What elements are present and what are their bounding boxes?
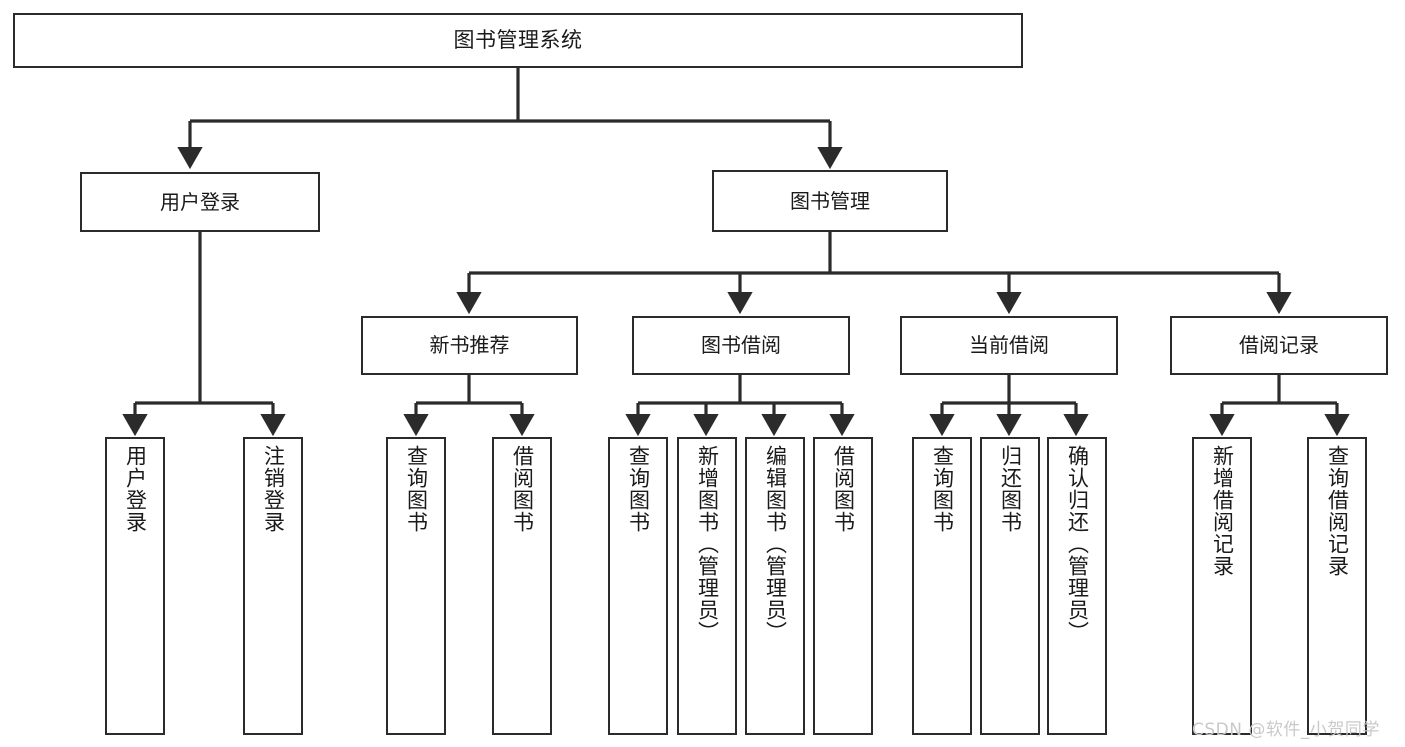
leaf-user-login-login[interactable]: 用户登录 (105, 437, 165, 735)
node-label: 新增借阅记录 (1210, 445, 1235, 577)
node-book-borrow[interactable]: 图书借阅 (632, 316, 850, 375)
node-user-login[interactable]: 用户登录 (80, 172, 320, 232)
leaf-new-book-borrow[interactable]: 借阅图书 (492, 437, 552, 735)
node-label: 查询图书 (404, 445, 429, 533)
node-current-borrow[interactable]: 当前借阅 (900, 316, 1118, 375)
node-label: 借阅图书 (510, 445, 535, 533)
node-label: 用户登录 (160, 189, 240, 214)
node-label: 查询借阅记录 (1325, 445, 1350, 577)
node-label: 注销登录 (261, 445, 286, 533)
leaf-new-book-query[interactable]: 查询图书 (386, 437, 446, 735)
node-label: 确认归还（管理员） (1065, 445, 1090, 643)
leaf-borrow-record-add[interactable]: 新增借阅记录 (1192, 437, 1252, 735)
node-label: 查询图书 (930, 445, 955, 533)
leaf-current-borrow-query[interactable]: 查询图书 (912, 437, 972, 735)
node-label: 编辑图书（管理员） (763, 445, 788, 643)
node-label: 归还图书 (998, 445, 1023, 533)
leaf-book-borrow-edit[interactable]: 编辑图书（管理员） (745, 437, 805, 735)
node-label: 新书推荐 (429, 333, 510, 358)
leaf-user-login-logout[interactable]: 注销登录 (243, 437, 303, 735)
node-borrow-record[interactable]: 借阅记录 (1170, 316, 1388, 375)
node-label: 图书借阅 (701, 333, 781, 358)
node-root-system[interactable]: 图书管理系统 (13, 13, 1023, 68)
leaf-borrow-record-query[interactable]: 查询借阅记录 (1307, 437, 1367, 735)
node-new-book-recommend[interactable]: 新书推荐 (361, 316, 578, 375)
watermark-text: CSDN @软件_小贺同学 (1192, 720, 1380, 740)
node-label: 用户登录 (123, 445, 148, 533)
node-label: 借阅图书 (831, 445, 856, 533)
node-label: 图书管理 (790, 188, 870, 213)
node-label: 新增图书（管理员） (695, 445, 720, 643)
leaf-current-borrow-return[interactable]: 归还图书 (980, 437, 1040, 735)
node-book-manage[interactable]: 图书管理 (712, 170, 948, 232)
node-label: 借阅记录 (1239, 333, 1319, 358)
leaf-current-borrow-confirm-return[interactable]: 确认归还（管理员） (1047, 437, 1107, 735)
leaf-book-borrow-borrow[interactable]: 借阅图书 (813, 437, 873, 735)
node-label: 图书管理系统 (453, 27, 583, 52)
leaf-book-borrow-add[interactable]: 新增图书（管理员） (677, 437, 737, 735)
leaf-book-borrow-query[interactable]: 查询图书 (608, 437, 668, 735)
node-label: 当前借阅 (969, 333, 1049, 358)
node-label: 查询图书 (626, 445, 651, 533)
